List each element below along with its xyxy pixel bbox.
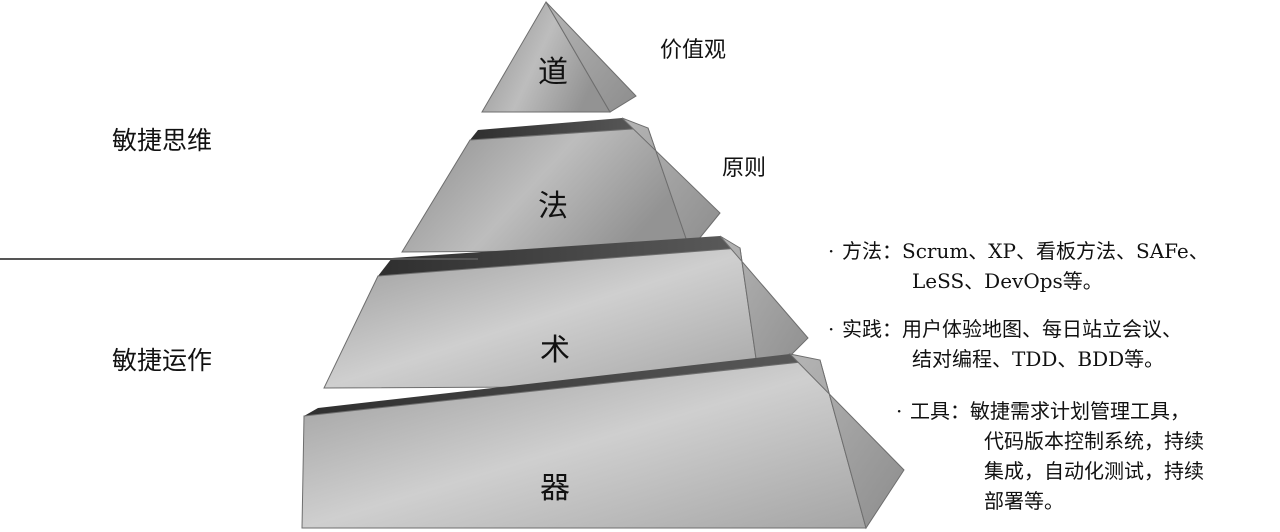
practices-line-2: 结对编程、TDD、BDD等。: [912, 347, 1165, 371]
tier-qi: [301, 353, 905, 530]
tools-line-3: 集成，自动化测试，持续: [984, 459, 1204, 483]
practices-description: ·实践：用户体验地图、每日站立会议、 结对编程、TDD、BDD等。: [828, 314, 1182, 374]
tier-qi-side: [788, 353, 905, 530]
tools-line-2: 代码版本控制系统，持续: [984, 429, 1204, 453]
tier-fa-top: [470, 118, 648, 140]
practices-line-1: 用户体验地图、每日站立会议、: [902, 317, 1182, 341]
tier-shu-top: [378, 236, 740, 276]
agile-mindset-label: 敏捷思维: [112, 126, 213, 155]
tier-fa-note: 原则: [722, 156, 767, 181]
tier-fa-label: 法: [538, 189, 568, 224]
methods-head: 方法：: [842, 239, 902, 263]
tools-line-4: 部署等。: [984, 489, 1064, 513]
tier-shu-label: 术: [540, 333, 570, 368]
methods-line-1: Scrum、XP、看板方法、SAFe、: [902, 239, 1209, 263]
methods-line-2: LeSS、DevOps等。: [912, 269, 1103, 293]
tools-line-1: 敏捷需求计划管理工具，: [970, 399, 1190, 423]
agile-operation-label: 敏捷运作: [112, 346, 213, 375]
tier-dao: [481, 1, 637, 113]
tier-fa: [401, 117, 721, 253]
methods-description: ·方法：Scrum、XP、看板方法、SAFe、 LeSS、DevOps等。: [828, 236, 1209, 296]
tier-dao-note: 价值观: [660, 38, 727, 63]
tier-dao-side: [545, 1, 637, 113]
tier-qi-label: 器: [540, 471, 570, 506]
tools-head: 工具：: [910, 399, 970, 423]
tier-dao-label: 道: [538, 55, 568, 90]
tier-qi-top: [304, 354, 820, 416]
practices-head: 实践：: [842, 317, 902, 341]
tools-description: ·工具：敏捷需求计划管理工具， 代码版本控制系统，持续 集成，自动化测试，持续 …: [896, 396, 1204, 516]
